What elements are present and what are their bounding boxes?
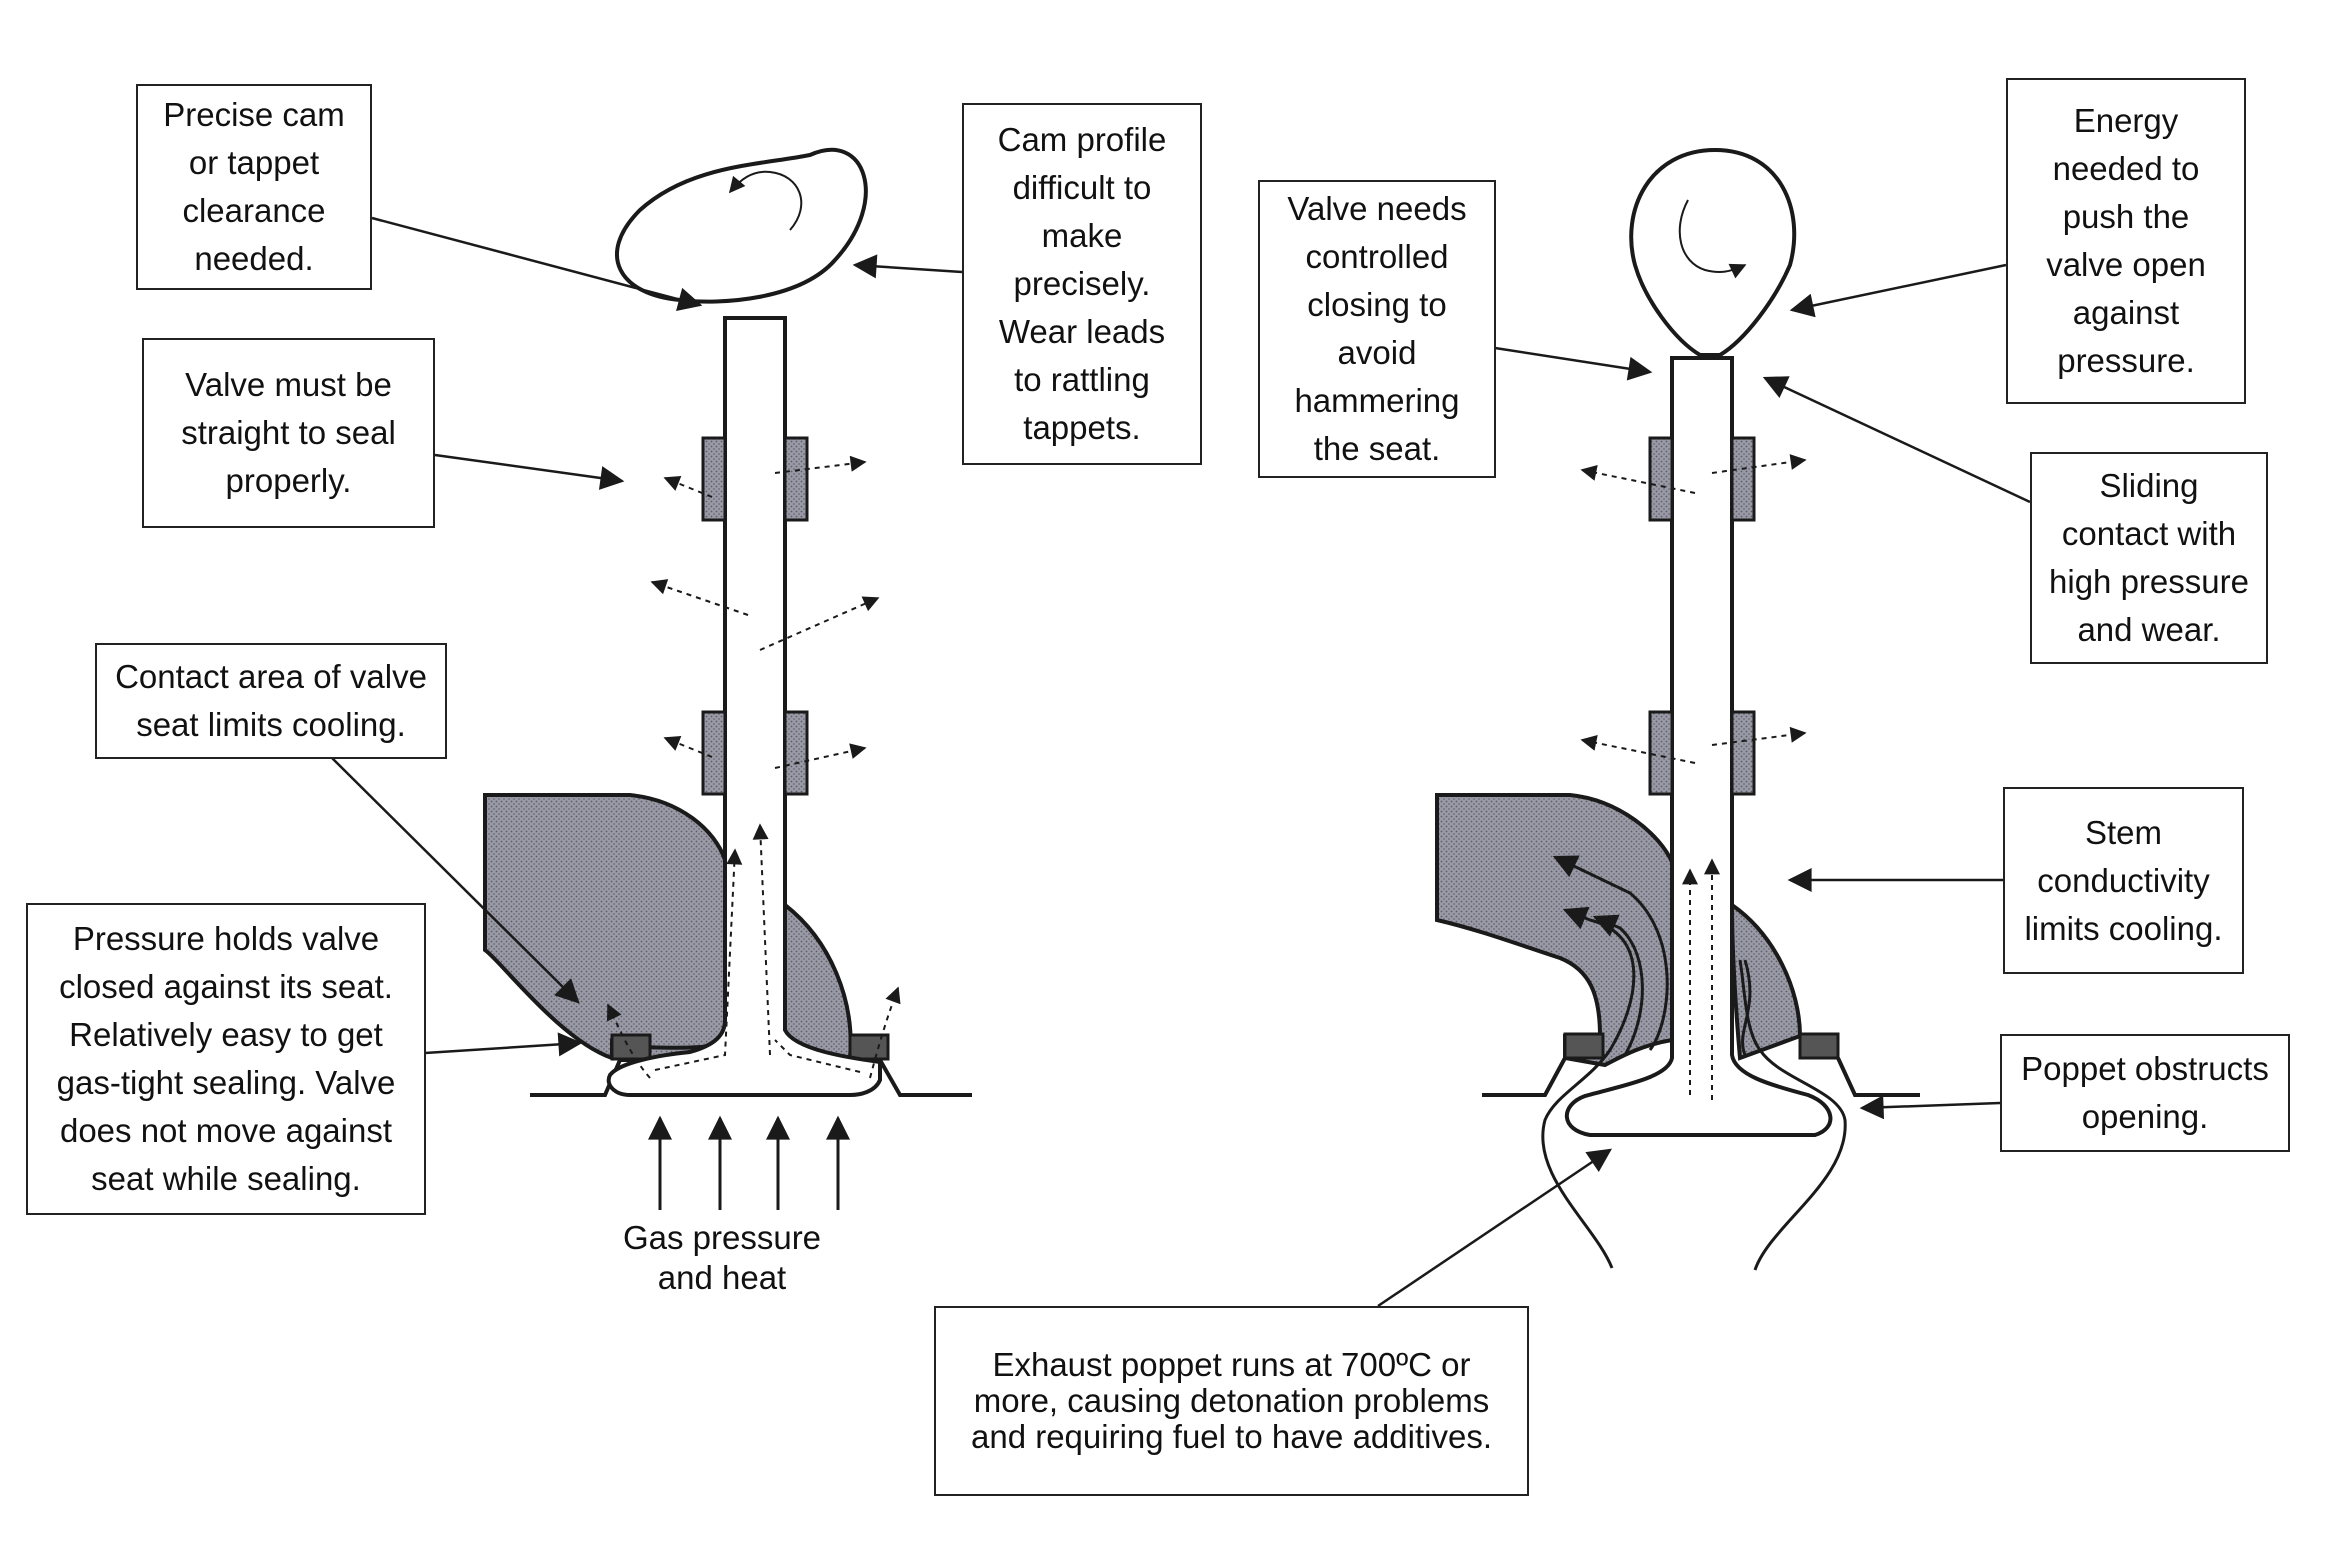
right-guide-upper-left	[1648, 436, 1674, 522]
leader-pressure-holds	[424, 1032, 583, 1057]
left-guide-lower-left	[701, 710, 727, 796]
right-valve	[1435, 147, 1920, 1271]
callout-contact-area: Contact area of valve seat limits coolin…	[95, 643, 447, 759]
left-poppet-valve	[606, 316, 882, 1097]
callout-stem-text: Stem conductivity limits cooling.	[2024, 813, 2223, 947]
left-heat-flow-arrows	[607, 455, 901, 1079]
leader-contact-area	[331, 757, 580, 1004]
callout-exhaust-text: Exhaust poppet runs at 700ºC or more, ca…	[970, 1346, 1492, 1455]
right-valve-seat-right	[1798, 1032, 1840, 1060]
exhaust-flow-curves	[1541, 855, 1847, 1271]
left-cam-lobe	[614, 147, 868, 304]
left-cylinder-head-right	[782, 900, 853, 1060]
left-valve	[483, 147, 972, 1210]
leader-cam-profile	[852, 254, 963, 279]
callout-exhaust: Exhaust poppet runs at 700ºC or more, ca…	[934, 1306, 1529, 1496]
right-deck-line	[1482, 1057, 1920, 1097]
left-guide-upper-left	[701, 436, 727, 522]
leader-poppet-obstructs	[1859, 1095, 2001, 1120]
callout-energy: Energy needed to push the valve open aga…	[2006, 78, 2246, 404]
callout-cam-profile-text: Cam profile difficult to make precisely.…	[997, 121, 1167, 446]
callout-contact-area-text: Contact area of valve seat limits coolin…	[115, 658, 427, 743]
leader-straight	[434, 453, 625, 490]
callout-straight: Valve must be straight to seal properly.	[142, 338, 435, 528]
left-cam-rotation-arrow	[728, 170, 803, 231]
callout-cam-clearance: Precise cam or tappet clearance needed.	[136, 84, 372, 290]
leader-cam-clearance	[371, 216, 703, 312]
callout-straight-text: Valve must be straight to seal properly.	[181, 366, 396, 499]
right-cam-rotation-arrow	[1678, 199, 1747, 279]
left-valve-seat-left	[610, 1033, 652, 1061]
right-heat-flow-arrows	[1580, 454, 1807, 1100]
gas-pressure-arrows	[648, 1115, 850, 1210]
leader-energy	[1789, 263, 2007, 318]
callout-energy-text: Energy needed to push the valve open aga…	[2046, 102, 2206, 379]
callout-pressure-holds-text: Pressure holds valve closed against its …	[56, 920, 396, 1197]
leader-lines	[331, 216, 2031, 1308]
callout-controlled-closing: Valve needs controlled closing to avoid …	[1258, 180, 1496, 478]
right-guide-lower-left	[1648, 710, 1674, 796]
right-guide-upper-right	[1730, 436, 1756, 522]
callout-sliding: Sliding contact with high pressure and w…	[2030, 452, 2268, 664]
right-valve-seat-left	[1563, 1032, 1605, 1060]
callout-cam-profile: Cam profile difficult to make precisely.…	[962, 103, 1202, 465]
leader-sliding	[1762, 376, 2031, 504]
callout-poppet-obstructs: Poppet obstructs opening.	[2000, 1034, 2290, 1152]
callout-poppet-obstructs-text: Poppet obstructs opening.	[2021, 1050, 2269, 1135]
right-cam-lobe	[1629, 147, 1797, 357]
gas-pressure-label: Gas pressure and heat	[622, 1219, 822, 1296]
leader-controlled-closing	[1494, 346, 1653, 381]
right-valve-stem	[1564, 356, 1833, 1137]
callout-controlled-closing-text: Valve needs controlled closing to avoid …	[1287, 190, 1467, 467]
right-guide-lower-right	[1730, 710, 1756, 796]
leader-exhaust	[1377, 1148, 1612, 1308]
left-guide-lower-right	[783, 710, 809, 796]
callout-sliding-text: Sliding contact with high pressure and w…	[2049, 467, 2249, 648]
left-guide-upper-right	[783, 436, 809, 522]
callout-pressure-holds: Pressure holds valve closed against its …	[26, 903, 426, 1215]
callout-cam-clearance-text: Precise cam or tappet clearance needed.	[163, 96, 345, 277]
left-valve-seat-right	[848, 1033, 890, 1061]
callout-stem: Stem conductivity limits cooling.	[2003, 787, 2244, 974]
